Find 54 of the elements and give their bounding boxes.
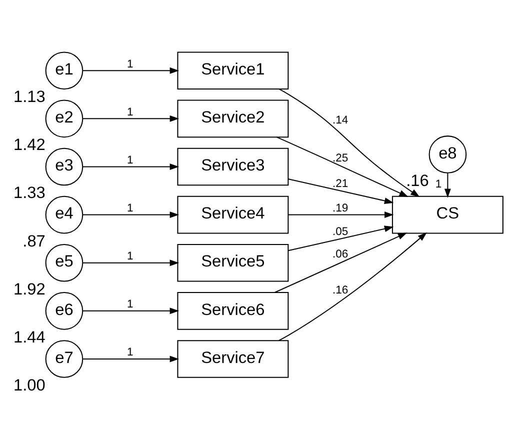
arrow	[274, 232, 407, 293]
edge-label: 1	[126, 250, 133, 263]
node-label: 1.33	[13, 184, 45, 202]
arrow	[82, 308, 179, 314]
node-label: 1.13	[13, 88, 45, 106]
node-circle: e6	[44, 292, 83, 330]
arrow	[82, 164, 179, 170]
node-circle: e5	[44, 244, 83, 282]
arrow	[278, 232, 426, 342]
node-box: Service7	[176, 340, 288, 378]
node-label: .16	[406, 172, 428, 190]
arrow	[288, 226, 394, 252]
node-box: CS	[391, 196, 503, 234]
node-circle: e1	[44, 52, 83, 90]
node-box: Service2	[176, 100, 288, 138]
node-label: 1.92	[13, 280, 45, 298]
arrow	[278, 88, 420, 198]
node-box: Service3	[176, 148, 288, 186]
arrow	[82, 115, 179, 122]
arrow	[444, 173, 450, 198]
edge-label: .06	[332, 248, 348, 261]
node-label: 1.42	[13, 136, 45, 154]
node-circle: e2	[44, 100, 83, 138]
edge-label: 1	[434, 178, 442, 190]
edge-label: .25	[332, 152, 348, 164]
edge-label: 1	[126, 202, 133, 215]
node-circle: e3	[44, 148, 83, 186]
arrow	[82, 212, 179, 218]
edge-label: .14	[332, 114, 348, 127]
arrow	[82, 260, 179, 266]
node-box: Service1	[176, 52, 288, 90]
edge-label: 1	[126, 346, 133, 359]
edge-label: 1	[126, 154, 133, 166]
node-circle: e4	[44, 196, 83, 234]
arrow	[276, 136, 408, 198]
edge-label: .05	[332, 226, 348, 238]
arrow	[82, 356, 179, 362]
node-label: 1.00	[13, 376, 45, 394]
arrow	[82, 67, 179, 74]
edge-label: 1	[126, 58, 133, 70]
node-box: Service5	[176, 244, 288, 282]
node-label: .87	[22, 232, 45, 250]
arrow	[288, 178, 394, 204]
node-box: Service6	[176, 292, 288, 330]
edge-label: 1	[126, 298, 133, 311]
arrow	[288, 212, 394, 218]
node-label: 1.44	[13, 328, 45, 346]
edge-label: .16	[332, 284, 348, 296]
node-circle: e7	[44, 340, 83, 378]
edge-label: 1	[126, 106, 133, 118]
edge-label: .21	[332, 178, 348, 190]
edge-label: .19	[332, 202, 348, 215]
node-box: Service4	[176, 196, 288, 234]
node-circle: e8	[428, 136, 466, 174]
